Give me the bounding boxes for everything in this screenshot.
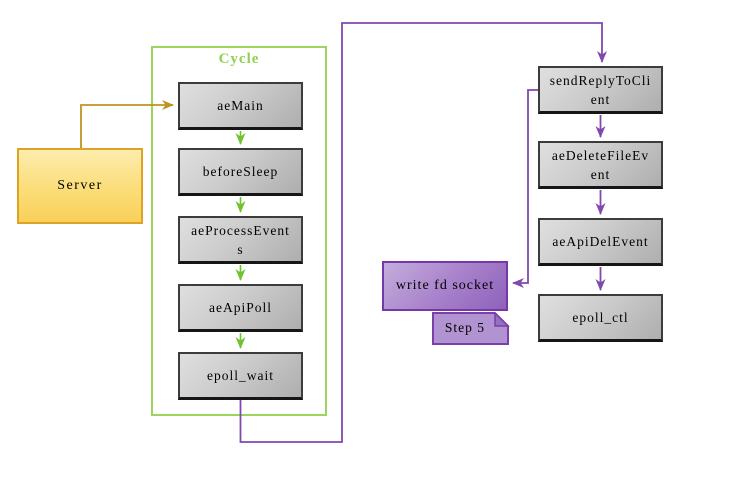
node-aedeletefileevent: aeDeleteFileEvent (538, 141, 663, 189)
note-step5-label: Step 5 (444, 319, 486, 335)
node-aeapidelevent: aeApiDelEvent (538, 218, 663, 266)
node-writefdsocket: write fd socket (382, 261, 508, 311)
node-sendreplytoclient-label: sendReplyToClient (549, 72, 652, 107)
edge-sendreply-to-writefdsocket (512, 89, 538, 288)
node-sendreplytoclient: sendReplyToClient (538, 66, 663, 114)
node-aeapipoll-label: aeApiPoll (209, 300, 272, 315)
note-step5: Step 5 (432, 311, 510, 345)
node-aeapipoll: aeApiPoll (178, 284, 303, 332)
node-server: Server (17, 148, 143, 224)
cycle-group-title: Cycle (218, 51, 260, 67)
node-aeprocessevents-label: aeProcessEvents (191, 222, 290, 257)
node-epollwait-label: epoll_wait (207, 368, 274, 383)
node-epollctl: epoll_ctl (538, 294, 663, 342)
node-aeprocessevents: aeProcessEvents (178, 216, 303, 264)
node-beforesleep-label: beforeSleep (202, 164, 279, 179)
node-aemain-label: aeMain (217, 98, 264, 113)
node-aemain: aeMain (178, 82, 303, 130)
node-aeapidelevent-label: aeApiDelEvent (552, 234, 649, 249)
node-epollctl-label: epoll_ctl (572, 310, 629, 325)
node-writefdsocket-label: write fd socket (395, 278, 495, 293)
node-epollwait: epoll_wait (178, 352, 303, 400)
node-beforesleep: beforeSleep (178, 148, 303, 196)
node-aedeletefileevent-label: aeDeleteFileEvent (551, 147, 650, 182)
node-server-label: Server (57, 178, 103, 193)
